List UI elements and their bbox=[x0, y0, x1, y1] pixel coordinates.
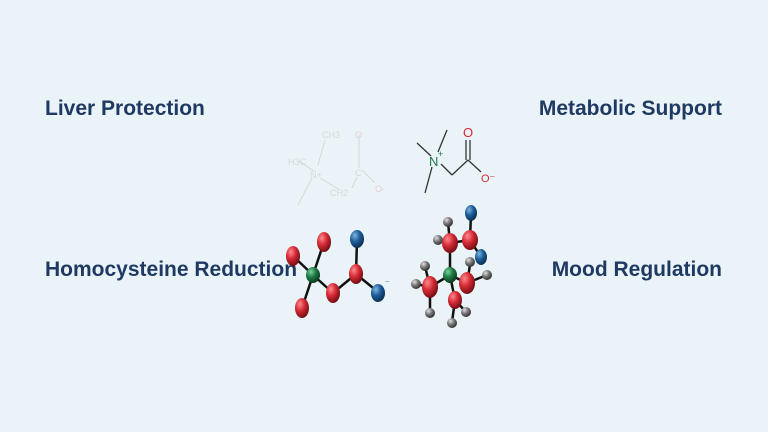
h3c-label: H3C bbox=[288, 157, 307, 167]
svg-text:N: N bbox=[429, 154, 438, 169]
svg-text:⁻: ⁻ bbox=[385, 278, 390, 288]
o-minus-label: O- bbox=[375, 184, 385, 194]
o-label: O bbox=[355, 130, 362, 140]
svg-text:O⁻: O⁻ bbox=[481, 173, 496, 185]
n-label: N+ bbox=[310, 170, 322, 180]
ch3-label: CH3 bbox=[322, 130, 340, 140]
betaine-structural-formula: N + O O⁻ bbox=[416, 125, 496, 194]
benefit-homocysteine-reduction: Homocysteine Reduction bbox=[45, 258, 298, 281]
svg-text:O: O bbox=[463, 125, 473, 140]
ball-stick-molecule-2 bbox=[411, 205, 492, 328]
benefit-liver-protection: Liver Protection bbox=[45, 97, 205, 120]
svg-text:+: + bbox=[438, 149, 443, 159]
benefit-metabolic-support: Metabolic Support bbox=[538, 97, 722, 120]
ch2-label: CH2 bbox=[330, 188, 348, 198]
ball-stick-molecule-1: ⁻ bbox=[286, 230, 390, 318]
faint-structural-formula: H3C CH3 N+ CH2 C O O- bbox=[288, 130, 385, 206]
benefit-mood-regulation: Mood Regulation bbox=[551, 258, 722, 281]
c-label: C bbox=[355, 168, 362, 178]
